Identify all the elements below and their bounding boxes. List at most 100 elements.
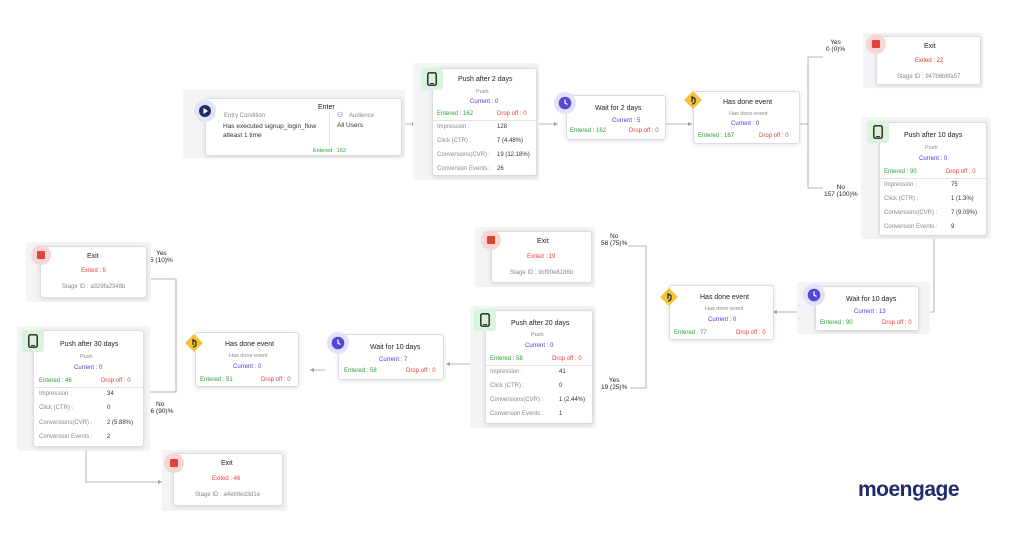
metric-value: 75 <box>951 182 958 188</box>
push-30d-dropoff: Drop off : 0 <box>101 378 131 384</box>
exit-3-node[interactable]: Exit Exited : 5 Stage ID : a329fa2348b <box>40 246 147 298</box>
push-30d-current: Current : 0 <box>74 365 103 371</box>
exit-2-node[interactable]: Exit Exited : 19 Stage ID : 9cf90e8186b <box>491 231 592 283</box>
metric-label: Impression : <box>39 391 72 397</box>
metric-value: 0 <box>107 405 111 411</box>
exit-4-exited: Exited : 46 <box>212 476 241 482</box>
push-10d-dropoff: Drop off : 0 <box>946 169 976 175</box>
event-2-sub: Has done event <box>705 306 744 312</box>
push-10d-node[interactable]: Push after 10 days Push Current : 0 Ente… <box>879 122 987 236</box>
people-icon: ⚇ <box>337 112 344 119</box>
branch-2-yes: Yes 19 (25)% <box>601 377 627 392</box>
event-1-node[interactable]: Has done event Has done event Current : … <box>693 91 800 144</box>
push-30d-type: Push <box>80 354 93 360</box>
stop-icon <box>481 230 501 250</box>
push-10d-entered: Entered : 90 <box>884 169 917 175</box>
push-30d-node[interactable]: Push after 30 days Push Current : 0 Ente… <box>33 330 144 447</box>
exit-2-stage: Stage ID : 9cf90e8186b <box>510 270 574 276</box>
stop-icon <box>164 453 184 473</box>
push-20d-current: Current : 0 <box>525 343 554 349</box>
push-10d-current: Current : 0 <box>919 156 948 162</box>
entry-condition-label: Entry Condition <box>224 113 266 119</box>
metric-value: 2 <box>107 434 111 440</box>
metric-value: 7 (9.09%) <box>951 210 978 216</box>
branch-label: Yes <box>608 377 620 384</box>
branch-percent: 58 (75)% <box>601 240 628 248</box>
branch-percent: 46 (90)% <box>147 408 174 416</box>
push-2d-entered: Entered : 162 <box>437 111 474 117</box>
exit-2-title: Exit <box>537 238 549 245</box>
event-1-sub: Has done event <box>729 111 768 117</box>
metric-label: Impression : <box>884 182 917 188</box>
event-1-entered: Entered : 167 <box>698 133 735 139</box>
push-2d-dropoff: Drop off : 0 <box>497 111 527 117</box>
wait-10d-b-node[interactable]: Wait for 10 days Current : 7 Entered : 5… <box>338 334 444 380</box>
entry-node[interactable]: Enter Entry Condition Has executed signu… <box>205 98 402 156</box>
event-3-title: Has done event <box>225 341 275 348</box>
push-20d-title: Push after 20 days <box>511 320 570 327</box>
branch-label: No <box>836 184 845 191</box>
exit-3-title: Exit <box>87 253 99 260</box>
branch-3-no: No 46 (90)% <box>147 401 173 416</box>
exit-1-title: Exit <box>924 43 936 50</box>
metric-value: 128 <box>497 124 508 130</box>
stop-icon <box>866 34 886 54</box>
push-30d-entered: Entered : 46 <box>39 378 72 384</box>
branch-2-no: No 58 (75)% <box>601 233 627 248</box>
exit-1-stage: Stage ID : 947b6b6fa57 <box>897 74 961 80</box>
metric-value: 9 <box>951 224 955 230</box>
branch-percent: 19 (25)% <box>601 384 628 392</box>
metric-value: 1 <box>559 411 563 417</box>
exit-3-stage: Stage ID : a329fa2348b <box>62 284 126 290</box>
push-20d-type: Push <box>531 332 544 338</box>
stop-icon <box>31 245 51 265</box>
branch-percent: 157 (100)% <box>824 191 858 199</box>
metric-value: 7 (4.48%) <box>497 138 524 144</box>
wait-10d-a-dropoff: Drop off : 0 <box>882 320 912 326</box>
wait-2d-title: Wait for 2 days <box>595 105 642 112</box>
branch-label: Yes <box>156 250 167 257</box>
hand-tap-icon <box>183 332 205 354</box>
wait-2d-current: Current : 5 <box>612 118 641 124</box>
metric-value: 1 (2.44%) <box>559 397 586 403</box>
clock-wait-icon <box>327 332 349 354</box>
branch-label: No <box>156 401 165 408</box>
metric-label: Conversions(CVR) : <box>490 397 544 403</box>
metric-label: Click (CTR) : <box>884 196 919 202</box>
event-3-node[interactable]: Has done event Has done event Current : … <box>195 332 299 387</box>
metric-value: 0 <box>559 383 563 389</box>
metric-label: Conversion Events : <box>490 411 544 417</box>
exit-1-node[interactable]: Exit Exited : 22 Stage ID : 947b6b6fa57 <box>876 36 981 85</box>
push-20d-node[interactable]: Push after 20 days Push Current : 0 Ente… <box>485 310 593 424</box>
mobile-phone-icon <box>474 309 496 331</box>
event-3-current: Current : 0 <box>233 364 262 370</box>
event-2-node[interactable]: Has done event Has done event Current : … <box>669 285 774 340</box>
wait-10d-a-node[interactable]: Wait for 10 days Current : 13 Entered : … <box>815 286 919 331</box>
push-20d-entered: Entered : 58 <box>490 356 523 362</box>
push-10d-type: Push <box>925 145 938 151</box>
event-3-entered: Entered : 51 <box>200 377 233 383</box>
event-1-dropoff: Drop off : 0 <box>759 133 789 139</box>
event-1-current: Current : 0 <box>731 121 760 127</box>
moengage-logo: moengage <box>858 478 960 501</box>
exit-4-stage: Stage ID : a4eb9ed3d1e <box>195 492 261 498</box>
metric-label: Click (CTR) : <box>437 138 472 144</box>
branch-3-yes: Yes 5 (10)% <box>150 250 173 265</box>
exit-4-node[interactable]: Exit Exited : 46 Stage ID : a4eb9ed3d1e <box>173 453 283 506</box>
wait-2d-entered: Entered : 162 <box>570 128 607 134</box>
branch-label: No <box>610 233 619 240</box>
mobile-phone-icon <box>421 68 443 90</box>
exit-4-title: Exit <box>221 460 233 467</box>
wait-10d-a-current: Current : 13 <box>854 309 886 315</box>
push-2d-type: Push <box>476 89 489 95</box>
wait-2d-node[interactable]: Wait for 2 days Current : 5 Entered : 16… <box>566 95 666 140</box>
push-2d-node[interactable]: Push after 2 days Push Current : 0 Enter… <box>432 68 537 176</box>
entry-entered: Entered : 162 <box>313 148 347 154</box>
metric-value: 26 <box>497 166 504 172</box>
hand-tap-icon <box>682 89 704 111</box>
event-1-title: Has done event <box>723 99 773 106</box>
metric-value: 19 (12.18%) <box>497 152 530 158</box>
audience-label: Audience <box>349 113 375 119</box>
